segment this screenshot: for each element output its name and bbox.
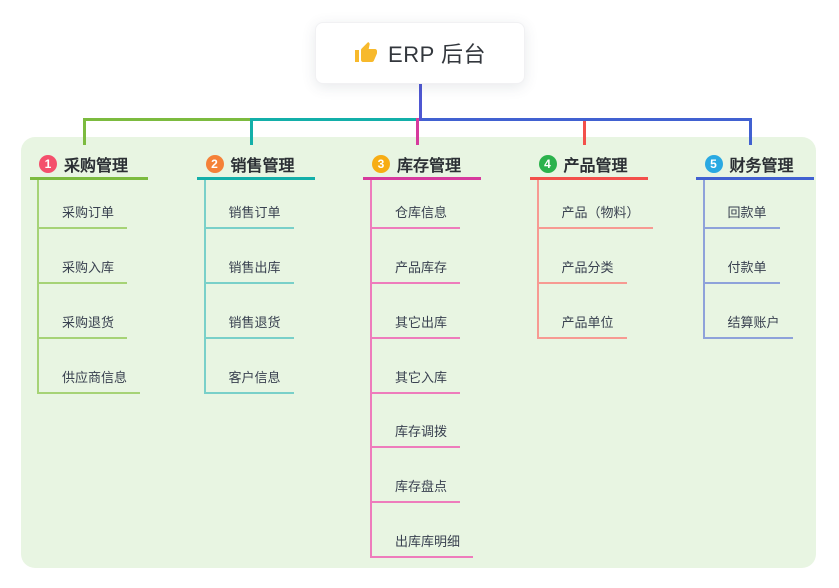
branch-title-4[interactable]: 4 产品管理 xyxy=(529,150,648,180)
branch-title-2[interactable]: 2 销售管理 xyxy=(196,150,315,180)
root-node[interactable]: ERP 后台 xyxy=(315,22,525,84)
thumbs-up-icon xyxy=(354,41,378,65)
branch-5-connector-horizontal xyxy=(419,118,752,121)
root-node-label: ERP 后台 xyxy=(388,42,486,67)
child-node-row: 销售出库 xyxy=(205,229,294,284)
branch-4-label: 产品管理 xyxy=(563,157,628,175)
branch-title-5[interactable]: 5 财务管理 xyxy=(695,150,814,180)
branch-4-children: 产品（物料） 产品分类产品单位 xyxy=(536,180,653,339)
branch-1-label: 采购管理 xyxy=(64,157,129,175)
child-node-row: 供应商信息 xyxy=(39,339,141,394)
branch-5-connector-drop xyxy=(748,118,752,145)
child-node-row: 出库库明细 xyxy=(372,503,474,558)
child-node-row: 采购退货 xyxy=(39,284,140,339)
child-node-row: 库存盘点 xyxy=(372,448,473,504)
child-node-row: 库存调拨 xyxy=(372,394,473,449)
child-node-1-2[interactable]: 采购入库 xyxy=(39,257,128,284)
child-node-1-3[interactable]: 采购退货 xyxy=(39,312,128,339)
branch-2-children: 销售订单销售出库销售退货客户信息 xyxy=(203,180,294,394)
child-node-2-1[interactable]: 销售订单 xyxy=(205,202,294,230)
branch-5-number-badge: 5 xyxy=(704,154,723,173)
child-node-2-4[interactable]: 客户信息 xyxy=(205,367,294,394)
child-node-3-3[interactable]: 其它出库 xyxy=(372,312,461,339)
child-node-row: 付款单 xyxy=(704,229,793,284)
child-node-3-4[interactable]: 其它入库 xyxy=(372,367,461,394)
branch-3-number-badge: 3 xyxy=(372,154,390,173)
child-node-row: 其它出库 xyxy=(372,284,473,339)
branches-panel xyxy=(21,137,816,568)
branch-2-label: 销售管理 xyxy=(230,157,295,175)
branch-2-connector-horizontal xyxy=(249,118,422,121)
child-node-row: 产品库存 xyxy=(372,229,473,284)
child-node-1-4[interactable]: 供应商信息 xyxy=(39,367,141,394)
branch-3-children: 仓库信息产品库存其它出库其它入库库存调拨库存盘点出库库明细 xyxy=(370,180,474,558)
child-node-5-3[interactable]: 结算账户 xyxy=(704,312,793,339)
child-node-row: 客户信息 xyxy=(205,339,294,394)
child-node-row: 回款单 xyxy=(704,180,793,230)
child-node-2-2[interactable]: 销售出库 xyxy=(205,257,294,284)
branch-4-number-badge: 4 xyxy=(538,154,557,173)
child-node-4-1[interactable]: 产品（物料） xyxy=(538,202,653,230)
child-node-2-3[interactable]: 销售退货 xyxy=(205,312,294,339)
branch-5-children: 回款单付款单结算账户 xyxy=(702,180,793,339)
branch-3-connector-drop xyxy=(416,118,419,145)
child-node-row: 采购入库 xyxy=(39,229,140,284)
branch-1-number-badge: 1 xyxy=(39,154,57,173)
child-node-4-3[interactable]: 产品单位 xyxy=(538,312,627,339)
child-node-5-1[interactable]: 回款单 xyxy=(704,202,780,230)
child-node-row: 产品单位 xyxy=(538,284,653,339)
child-node-row: 产品分类 xyxy=(538,229,653,284)
child-node-3-2[interactable]: 产品库存 xyxy=(372,257,461,284)
child-node-3-7[interactable]: 出库库明细 xyxy=(372,531,474,558)
branch-1-connector-drop xyxy=(83,118,86,145)
branch-2-number-badge: 2 xyxy=(205,154,224,173)
branch-3-label: 库存管理 xyxy=(397,157,462,175)
branch-4-connector-drop xyxy=(582,118,586,145)
branch-2-connector-drop xyxy=(249,118,253,145)
child-node-row: 结算账户 xyxy=(704,284,793,339)
root-trunk-line xyxy=(419,82,422,121)
child-node-row: 销售订单 xyxy=(205,180,294,230)
branch-title-3[interactable]: 3 库存管理 xyxy=(363,150,481,180)
child-node-3-5[interactable]: 库存调拨 xyxy=(372,421,461,449)
branch-1-children: 采购订单采购入库采购退货供应商信息 xyxy=(37,180,141,394)
child-node-4-2[interactable]: 产品分类 xyxy=(538,257,627,284)
child-node-1-1[interactable]: 采购订单 xyxy=(39,202,128,230)
branch-5-label: 财务管理 xyxy=(729,157,794,175)
child-node-3-1[interactable]: 仓库信息 xyxy=(372,202,461,230)
child-node-row: 产品（物料） xyxy=(538,180,653,230)
child-node-row: 销售退货 xyxy=(205,284,294,339)
child-node-3-6[interactable]: 库存盘点 xyxy=(372,476,461,504)
branch-title-1[interactable]: 1 采购管理 xyxy=(30,150,148,180)
child-node-row: 采购订单 xyxy=(39,180,140,230)
child-node-5-2[interactable]: 付款单 xyxy=(704,257,780,284)
child-node-row: 其它入库 xyxy=(372,339,473,394)
child-node-row: 仓库信息 xyxy=(372,180,473,230)
